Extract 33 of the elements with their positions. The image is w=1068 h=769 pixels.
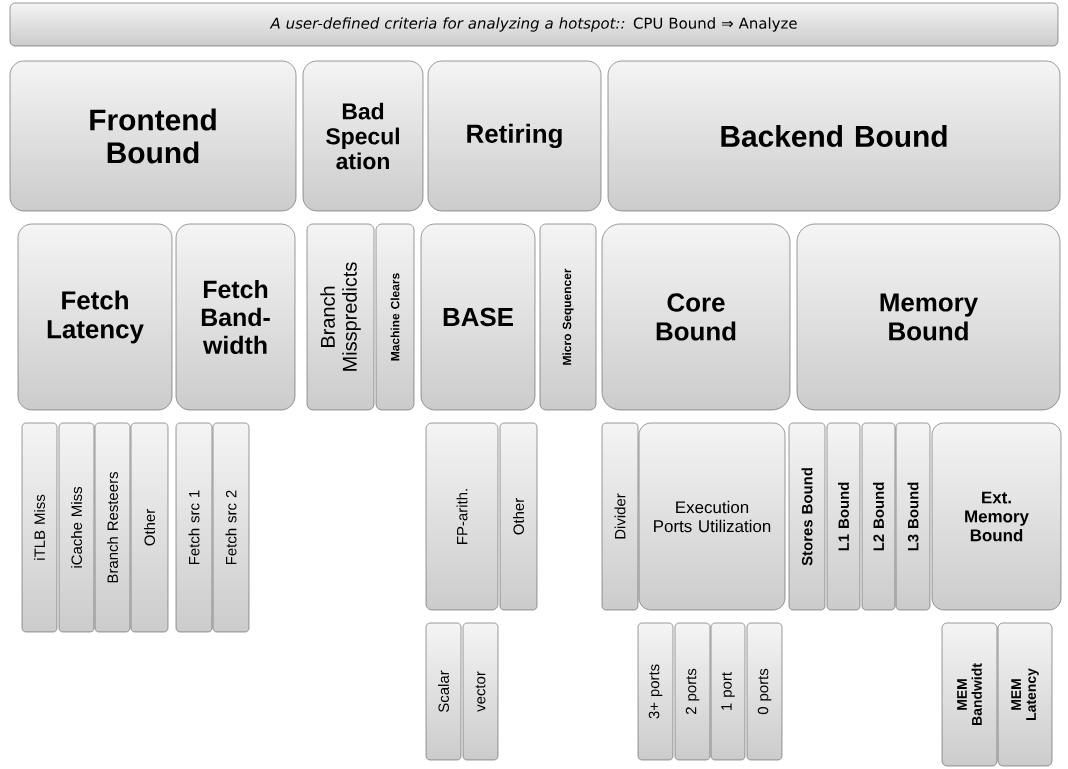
category-box: Other (499, 422, 538, 611)
category-box: MEM Bandwidt (941, 622, 998, 767)
category-box: Fetch src 1 (175, 422, 213, 633)
category-box: Frontend Bound (9, 60, 297, 212)
category-box: Fetch Band- width (175, 223, 296, 411)
category-box: 3+ ports (637, 622, 674, 761)
category-box: Branch Misspredicts (306, 223, 375, 411)
category-box: Scalar (425, 622, 462, 761)
category-box: Branch Resteers (94, 422, 131, 633)
category-box: 0 ports (746, 622, 783, 761)
category-box: BASE (420, 223, 536, 411)
category-box: Fetch src 2 (212, 422, 250, 633)
category-box: Divider (601, 422, 639, 611)
category-box: Fetch Latency (17, 223, 173, 411)
category-box: Machine Clears (375, 223, 415, 411)
category-box: L3 Bound (895, 422, 931, 611)
category-box: MEM Latency (997, 622, 1053, 767)
category-box: iTLB Miss (21, 422, 58, 633)
category-box: Micro Sequencer (539, 223, 597, 411)
category-box: iCache Miss (58, 422, 95, 633)
category-box: Retiring (427, 60, 602, 212)
category-box: L2 Bound (861, 422, 896, 611)
banner-box: A user-defined criteria for analyzing a hotspot:: CPU Bound ⇒ Analyze (9, 2, 1059, 47)
category-box: Backend Bound (607, 60, 1061, 212)
category-box: 1 port (710, 622, 746, 761)
category-box: Other (130, 422, 169, 633)
category-box: Memory Bound (796, 223, 1061, 411)
category-box: L1 Bound (826, 422, 861, 611)
category-box: 2 ports (674, 622, 711, 761)
category-box: vector (462, 622, 499, 761)
category-box: Core Bound (601, 223, 791, 411)
category-box: Bad Specul ation (302, 60, 424, 212)
category-box: Stores Bound (788, 422, 826, 611)
